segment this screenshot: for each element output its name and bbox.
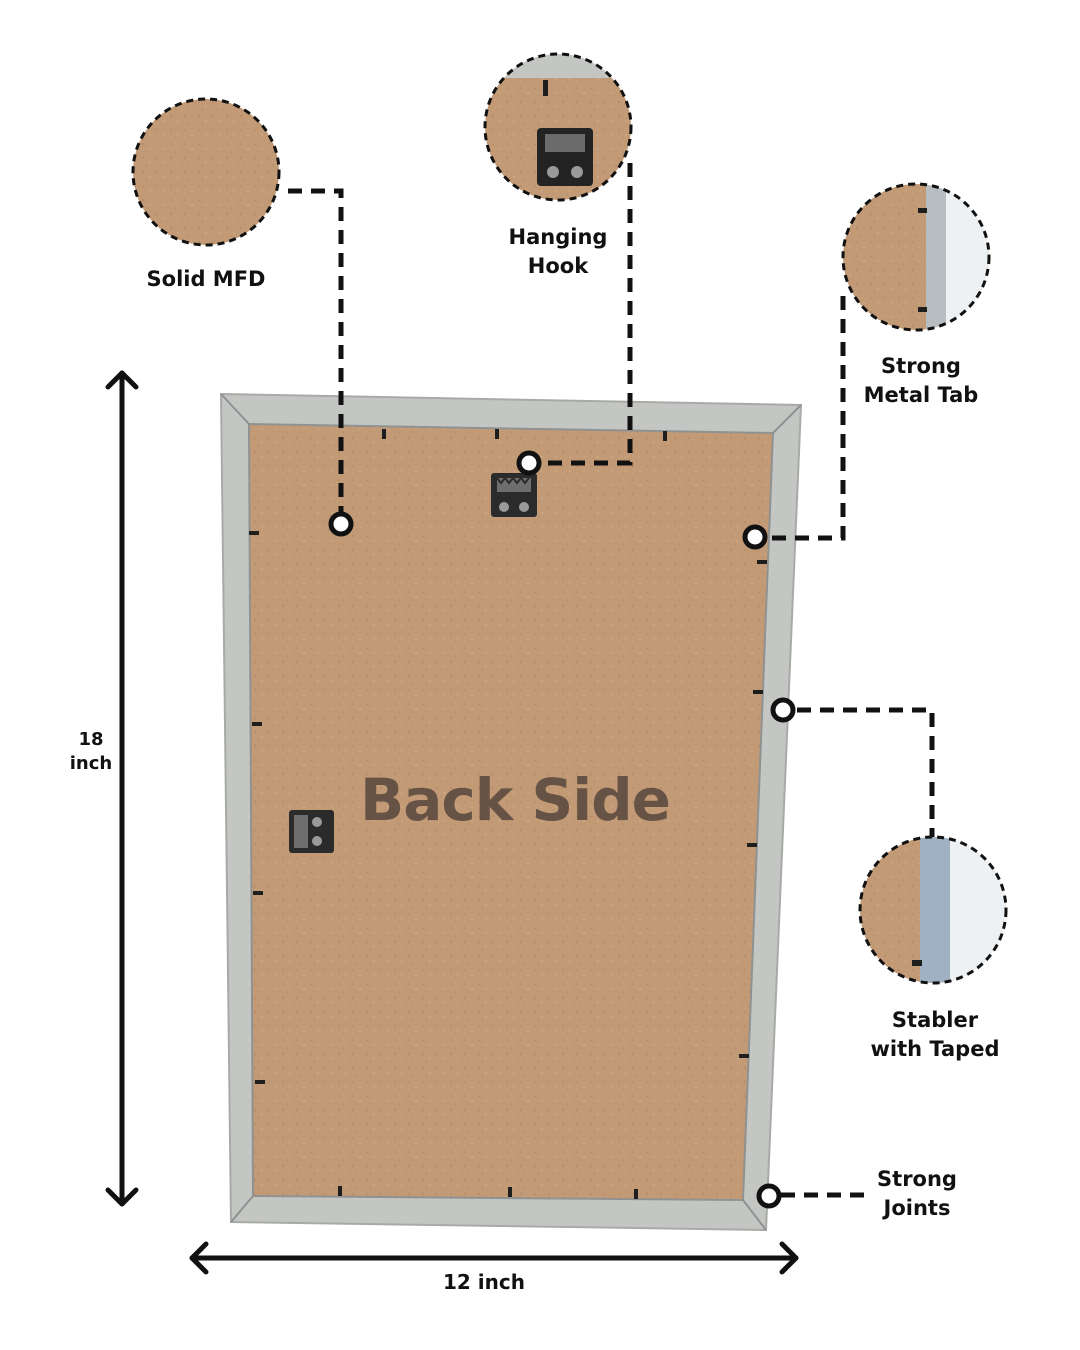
leader-markers xyxy=(328,450,796,1209)
leader-lines xyxy=(288,163,935,1198)
width-dimension-label: 12 inch xyxy=(443,1270,525,1294)
metal-tab-leader-line xyxy=(767,296,846,541)
stabler-zoom-circle xyxy=(858,835,1008,985)
mfd-leader-line xyxy=(288,188,344,512)
stabler-leader-line xyxy=(797,707,935,837)
hanging-hook-label: Hanging Hook xyxy=(488,223,628,281)
height-unit: inch xyxy=(69,753,113,774)
hook-leader-line xyxy=(540,163,633,466)
hanging-hook-line2: Hook xyxy=(527,254,589,278)
hanging-hook-icon xyxy=(289,810,334,853)
metal-tabs xyxy=(249,429,767,1199)
mfd-zoom-circle xyxy=(131,97,281,247)
joints-line1: Strong xyxy=(877,1167,957,1191)
stabler-label: Stabler with Taped xyxy=(860,1006,1010,1064)
stabler-line1: Stabler xyxy=(891,1008,979,1032)
back-side-title: Back Side xyxy=(360,766,671,834)
hanging-hook-icon xyxy=(491,473,537,517)
metal-tab-label: Strong Metal Tab xyxy=(846,352,996,410)
joints-line2: Joints xyxy=(883,1196,951,1220)
stabler-line2: with Taped xyxy=(870,1037,1000,1061)
photo-frame xyxy=(219,392,803,1232)
height-arrow-icon xyxy=(105,370,139,1207)
width-arrow-icon xyxy=(189,1241,799,1275)
joints-label: Strong Joints xyxy=(852,1165,982,1223)
hook-zoom-circle xyxy=(483,52,633,202)
height-dimension-label: 18 inch xyxy=(56,728,126,776)
solid-mfd-text: Solid MFD xyxy=(146,267,266,291)
mdf-backing-board xyxy=(249,424,773,1200)
solid-mfd-label: Solid MFD xyxy=(136,265,276,294)
metal-tab-zoom-circle xyxy=(841,182,991,332)
metal-tab-line1: Strong xyxy=(881,354,961,378)
metal-tab-line2: Metal Tab xyxy=(863,383,979,407)
height-value: 18 xyxy=(78,729,104,750)
hanging-hook-line1: Hanging xyxy=(508,225,608,249)
